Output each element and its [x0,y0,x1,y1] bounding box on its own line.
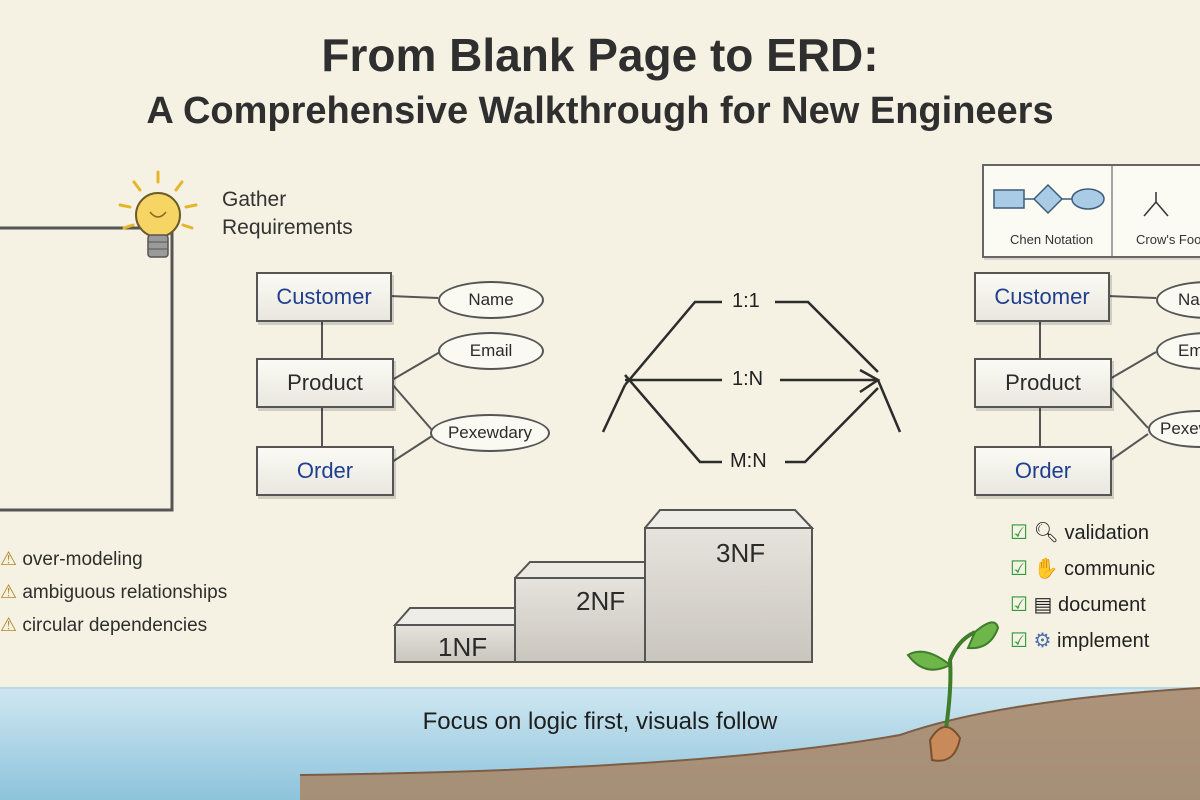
nf-label-2nf: 2NF [576,586,626,616]
checklist-item: ☑ 🔍︎ validation [1010,522,1149,544]
attribute-name[interactable]: Name [438,281,544,319]
gather-line-1: Gather [222,188,287,211]
pitfall-item: ⚠ ambiguous relationships [0,582,228,603]
entity-order-right[interactable]: Order [974,446,1112,496]
checklist: ☑ 🔍︎ validation ☑ ✋ communic ☑ ▤ documen… [1010,520,1200,664]
relationship-lines [601,300,902,464]
gather-requirements-label: Gather Requirements [222,186,353,242]
relation-one-to-many: 1:N [728,368,768,391]
left-frame [0,226,174,512]
pitfall-item: ⚠ circular dependencies [0,615,208,636]
gear-icon: ⚙ [1033,630,1052,652]
notation-shapes [993,166,1169,256]
relation-many-to-many: M:N [726,450,771,473]
warning-icon: ⚠ [0,582,18,603]
normalization-staircase [392,509,815,663]
checklist-item: ☑ ▤ document [1010,594,1146,616]
sprout-icon [906,621,1000,762]
page-subtitle: A Comprehensive Walkthrough for New Engi… [146,90,1054,132]
checklist-item: ☑ ⚙ implement [1010,630,1150,652]
chen-entity-shape [993,189,1025,209]
warning-icon: ⚠ [0,549,18,570]
checklist-item: ☑ ✋ communic [1010,558,1156,580]
page-title: From Blank Page to ERD: [321,29,879,81]
document-icon: ▤ [1033,594,1053,616]
entity-customer-right[interactable]: Customer [974,272,1110,322]
footer-message: Focus on logic first, visuals follow [422,708,778,735]
magnifier-icon: 🔍︎ [1033,522,1059,544]
relation-one-to-one: 1:1 [728,290,764,313]
checkbox-checked-icon: ☑ [1010,630,1028,652]
legend-crows-label: Crow's Foo [1136,232,1200,247]
soil-ground [300,688,1200,800]
gather-line-2: Requirements [222,216,353,239]
legend-chen-label: Chen Notation [1010,232,1094,247]
attribute-pexewdary[interactable]: Pexewdary [430,414,550,452]
checkbox-checked-icon: ☑ [1010,522,1028,544]
handshake-icon: ✋ [1033,558,1059,580]
chen-attribute-shape [1071,188,1105,210]
entity-product[interactable]: Product [256,358,394,408]
crows-foot-shape [1143,192,1169,217]
nf-label-3nf: 3NF [716,538,766,568]
lightbulb-icon [118,170,198,258]
checkbox-checked-icon: ☑ [1010,558,1028,580]
checkbox-checked-icon: ☑ [1010,594,1028,616]
entity-customer[interactable]: Customer [256,272,392,322]
nf-label-1nf: 1NF [438,632,488,662]
attribute-email[interactable]: Email [438,332,544,370]
chen-relationship-shape [1032,183,1064,215]
warning-icon: ⚠ [0,615,18,636]
entity-order[interactable]: Order [256,446,394,496]
entity-product-right[interactable]: Product [974,358,1112,408]
pitfalls-list: ⚠ over-modeling ⚠ ambiguous relationship… [0,548,227,637]
pitfall-item: ⚠ over-modeling [0,549,143,570]
notation-legend: Chen Notation Crow's Foo [982,164,1200,258]
